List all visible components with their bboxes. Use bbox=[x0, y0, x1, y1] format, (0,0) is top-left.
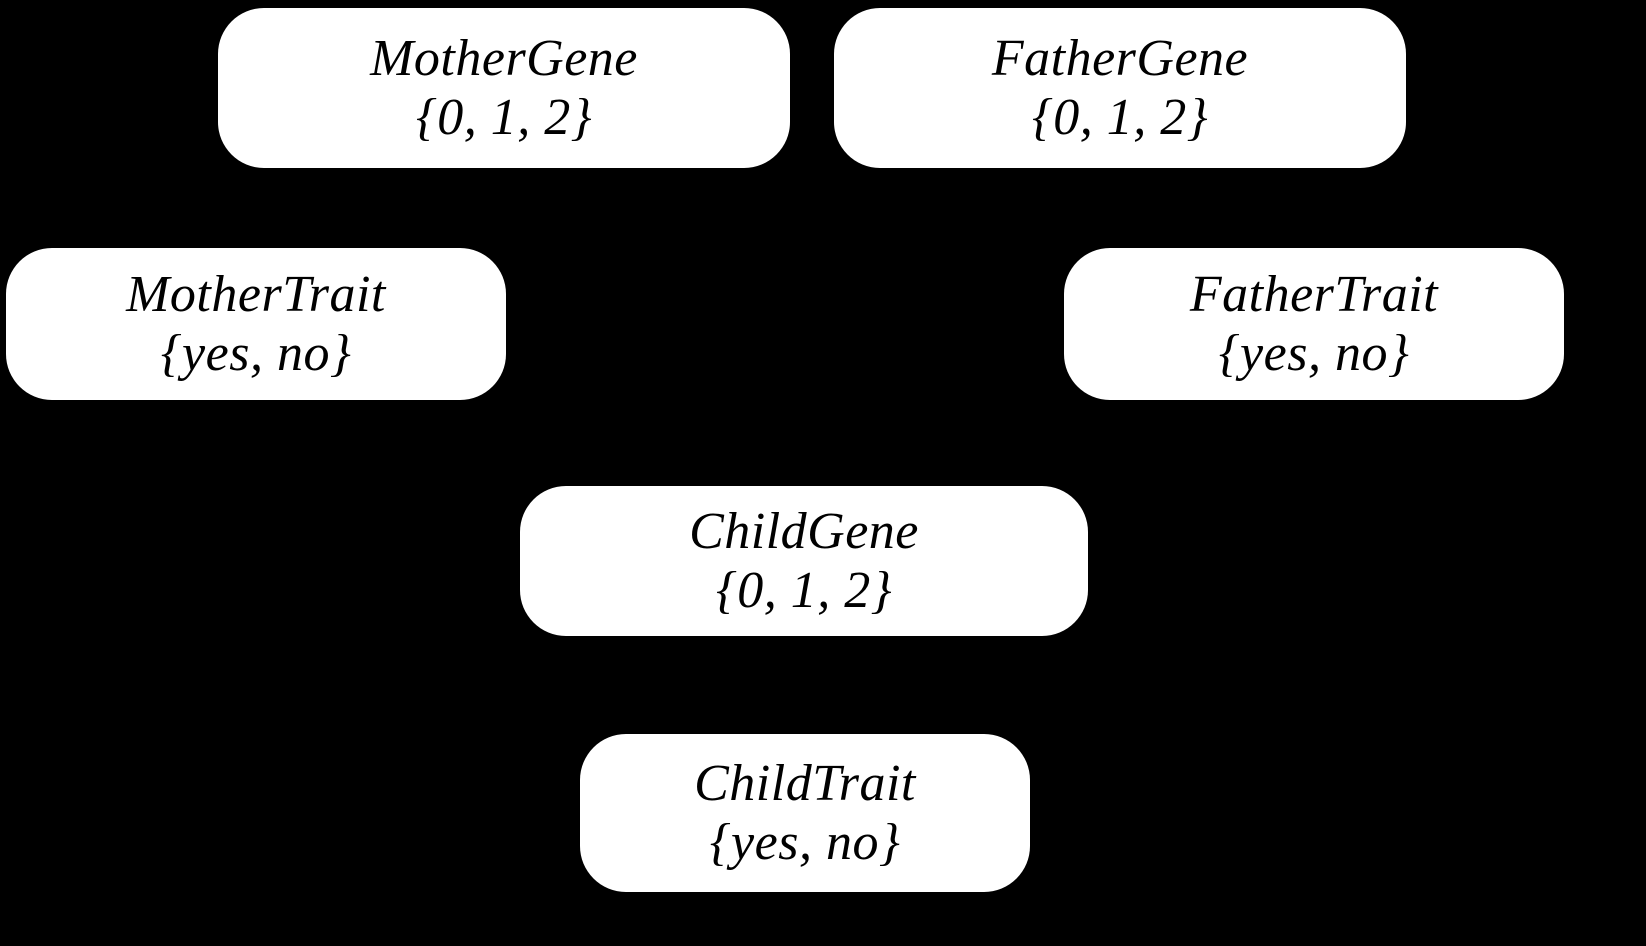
node-mother-gene[interactable]: MotherGene {0, 1, 2} bbox=[218, 8, 790, 168]
node-child-gene-title: ChildGene bbox=[689, 502, 919, 560]
node-child-trait-title: ChildTrait bbox=[694, 754, 916, 812]
node-father-gene[interactable]: FatherGene {0, 1, 2} bbox=[834, 8, 1406, 168]
node-father-gene-title: FatherGene bbox=[991, 29, 1249, 87]
node-father-trait-domain: {yes, no} bbox=[1218, 325, 1410, 382]
node-mother-trait-domain: {yes, no} bbox=[160, 325, 352, 382]
node-mother-trait-title: MotherTrait bbox=[126, 265, 386, 323]
node-father-trait[interactable]: FatherTrait {yes, no} bbox=[1064, 248, 1564, 400]
node-child-trait-domain: {yes, no} bbox=[709, 814, 901, 871]
node-mother-gene-domain: {0, 1, 2} bbox=[415, 89, 593, 146]
node-mother-gene-title: MotherGene bbox=[370, 29, 638, 87]
node-father-trait-title: FatherTrait bbox=[1189, 265, 1439, 323]
node-child-gene[interactable]: ChildGene {0, 1, 2} bbox=[520, 486, 1088, 636]
node-child-gene-domain: {0, 1, 2} bbox=[715, 562, 893, 619]
node-father-gene-domain: {0, 1, 2} bbox=[1031, 89, 1209, 146]
node-mother-trait[interactable]: MotherTrait {yes, no} bbox=[6, 248, 506, 400]
node-child-trait[interactable]: ChildTrait {yes, no} bbox=[580, 734, 1030, 892]
